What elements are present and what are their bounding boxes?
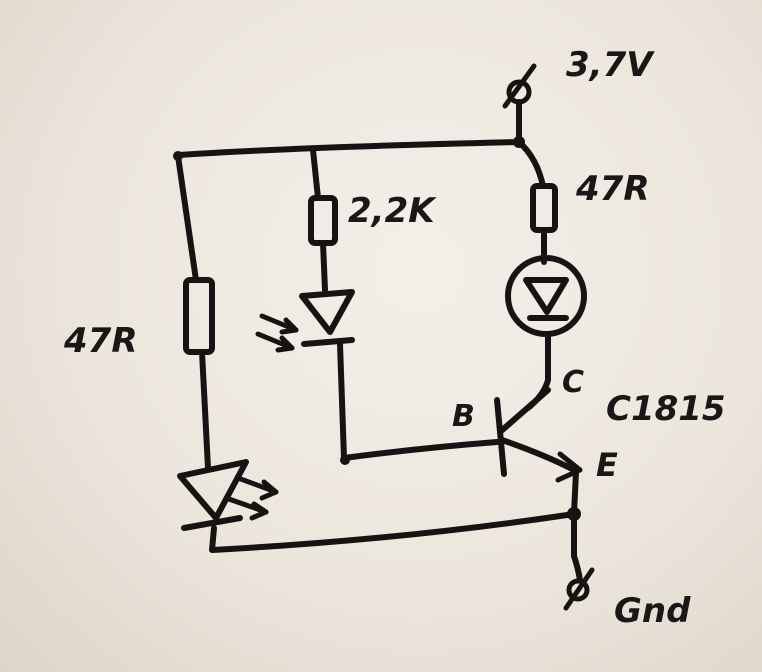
label-ground: Gnd — [614, 591, 691, 631]
resistor-47r-ir — [183, 277, 215, 355]
wire-left-top — [175, 153, 199, 283]
wire-photodiode-base — [337, 341, 500, 461]
ground-terminal — [563, 567, 595, 611]
resistor-2-2k — [308, 195, 338, 246]
label-transistor: C1815 — [606, 389, 726, 429]
label-supply: 3,7V — [566, 45, 655, 85]
label-base: B — [452, 399, 475, 434]
junction-base — [340, 455, 350, 465]
resistor-47r-led — [530, 183, 558, 233]
ir-led — [177, 459, 279, 531]
label-r-photo: 2,2K — [348, 191, 437, 231]
wire-right-top — [516, 139, 546, 189]
label-r-ir: 47R — [63, 321, 138, 361]
wire-bottom-return — [209, 511, 577, 553]
wire-top-rail — [175, 139, 522, 158]
wire-left-irled — [199, 349, 211, 471]
transistor-c1815 — [494, 387, 583, 483]
wire-middle-top — [310, 147, 321, 201]
label-emitter: E — [596, 446, 618, 484]
wire-emitter-gnd — [571, 469, 583, 583]
label-collector: C — [562, 365, 584, 400]
led-indicator — [505, 255, 587, 337]
wire-middle-pd — [320, 240, 328, 293]
photodiode — [255, 289, 355, 353]
label-r-led: 47R — [575, 169, 650, 209]
